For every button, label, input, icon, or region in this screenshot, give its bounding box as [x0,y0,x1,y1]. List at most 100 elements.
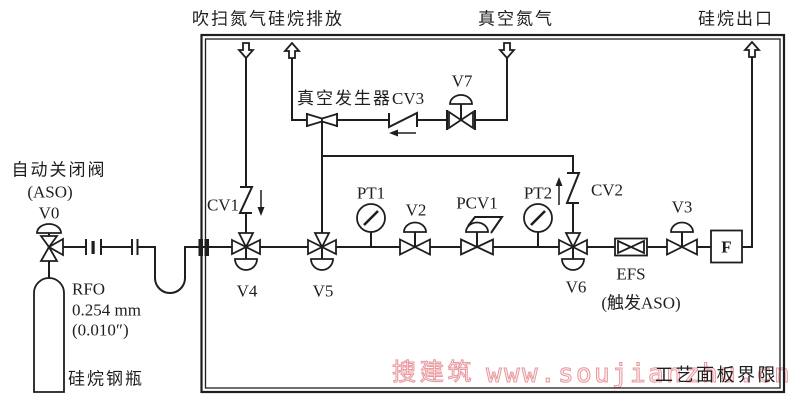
valve-port-inlet [39,245,59,262]
diaphragm-actuator-icon [310,258,334,271]
panel-boundary-label: 工艺面板界限 [655,365,778,385]
silane-outlet-label: 硅烷出口 [698,10,774,29]
piping [48,57,753,294]
pressure-transducer-pt1: PT1 [356,184,386,247]
pressure-transducer-pt2: PT2 [523,184,553,247]
aso-valve-v0: 自动关闭阀 (ASO) V0 [12,161,107,262]
gauge-needle [530,210,546,226]
silane-vent-outlet-arrow-up-icon [283,41,301,59]
v5-tag: V5 [313,282,334,301]
diaphragm-actuator-icon [465,221,489,233]
venturi-outlet-cone [321,112,338,128]
header-labels: 吹扫氮气硅烷排放 真空氮气 硅烷出口 [192,10,774,29]
filter-tag: F [721,238,731,257]
valve-port-top [313,232,331,250]
valve-port-left [399,238,418,256]
valve-body-icon [39,235,64,262]
valve-port-right [570,238,588,256]
gas-cylinder-icon [33,277,65,393]
valve-port-left [666,238,685,256]
restrictive-flow-orifice: RFO 0.254 mm (0.010″) [72,239,141,340]
valve-port-left [231,238,249,256]
rfo-bore-inch: (0.010″) [72,321,129,340]
valve-port-left [460,238,480,256]
efs-note: (触发ASO) [601,294,680,313]
three-way-valve-v4: V4 [231,232,261,301]
valve-v3: V3 [666,198,698,256]
panel-boundary-outer-line [200,33,786,394]
orifice-flanges [85,239,102,255]
vacuum-generator-label: 真空发生器 [297,89,392,108]
arrow-down-icon [257,207,265,216]
valve-port-left [307,238,325,256]
watermark: 搜建筑 www.soujianzhu.cn [392,358,792,390]
valve-port-left [558,238,576,256]
check-valve-icon [565,172,581,204]
check-valve-cv3 [388,111,418,137]
valve-port-right [679,238,698,256]
aso-abbreviation: (ASO) [27,183,72,202]
v0-tag: V0 [39,204,60,223]
cylinder-label: 硅烷钢瓶 [68,370,144,389]
arrow-up-icon [555,177,563,186]
cv3-tag: CV3 [392,89,424,108]
excess-flow-switch-efs: EFS (触发ASO) [601,237,681,313]
valve-port-right [474,238,494,256]
valve-port-right [459,110,474,130]
panel-boundary-inner-line [204,38,781,389]
three-way-valve-body-icon [231,232,261,256]
orifice-plate-icon [91,241,95,254]
pigtail-and-panel-inlet-line [137,246,232,294]
efs-tag: EFS [616,265,645,284]
v6-bypass-line [322,155,574,233]
purge-nitrogen-silane-vent-label: 吹扫氮气硅烷排放 [192,10,344,29]
cv2-tag: CV2 [591,181,623,200]
check-valve-icon [238,186,254,214]
diaphragm-actuator-icon [670,221,694,233]
aso-valve-name: 自动关闭阀 [12,161,107,180]
two-way-valve-body-icon [448,110,474,130]
pcv1-tag: PCV1 [456,194,498,213]
venturi-icon [306,112,338,128]
valve-flanges [446,110,476,130]
arrow-left-icon [389,129,398,137]
three-way-valve-body-icon [307,232,337,256]
diaphragm-actuator-icon [561,258,585,271]
valve-port-top [564,232,582,250]
pipe-union [131,239,139,255]
purge-nitrogen-inlet-arrow-down-icon [237,42,255,60]
watermark-brand: 搜建筑 [392,358,475,386]
gauge-needle [363,210,379,226]
process-panel-boundary [200,33,786,394]
rfo-tag: RFO [72,280,105,299]
union-flanges-icon [131,239,139,255]
valve-v7: V7 [446,72,476,130]
bulkhead-flange-outer-icon [198,239,203,256]
check-valve-cv1: CV1 [207,186,265,216]
efs-element-right [628,239,645,255]
valve-port-right [412,238,431,256]
two-way-valve-body-icon [666,238,698,256]
watermark-url: www.soujianzhu.cn [486,359,792,389]
two-way-valve-body-icon [399,238,431,256]
diaphragm-actuator-icon [403,221,427,233]
vacuum-generator [306,112,338,128]
valve-port-left [448,110,463,130]
regulator-body-icon [460,238,494,256]
rfo-bore-mm: 0.254 mm [72,301,141,320]
check-valve-cv2: CV2 [555,172,623,205]
v6-tag: V6 [566,278,587,297]
diaphragm-actuator-icon [449,94,473,105]
check-valve-icon [388,111,418,129]
v4-tag: V4 [237,282,258,301]
pressure-regulator-pcv1: PCV1 [456,194,504,256]
filter-housing-icon [710,229,743,264]
filter-f: F [710,229,743,264]
silane-cylinder: 硅烷钢瓶 [33,277,144,393]
vacuum-nitrogen-inlet-arrow-down-icon [498,42,516,60]
three-way-valve-v5: V5 [307,232,337,301]
v7-tag: V7 [452,72,473,91]
bulkhead-flange-inner-icon [204,239,209,256]
